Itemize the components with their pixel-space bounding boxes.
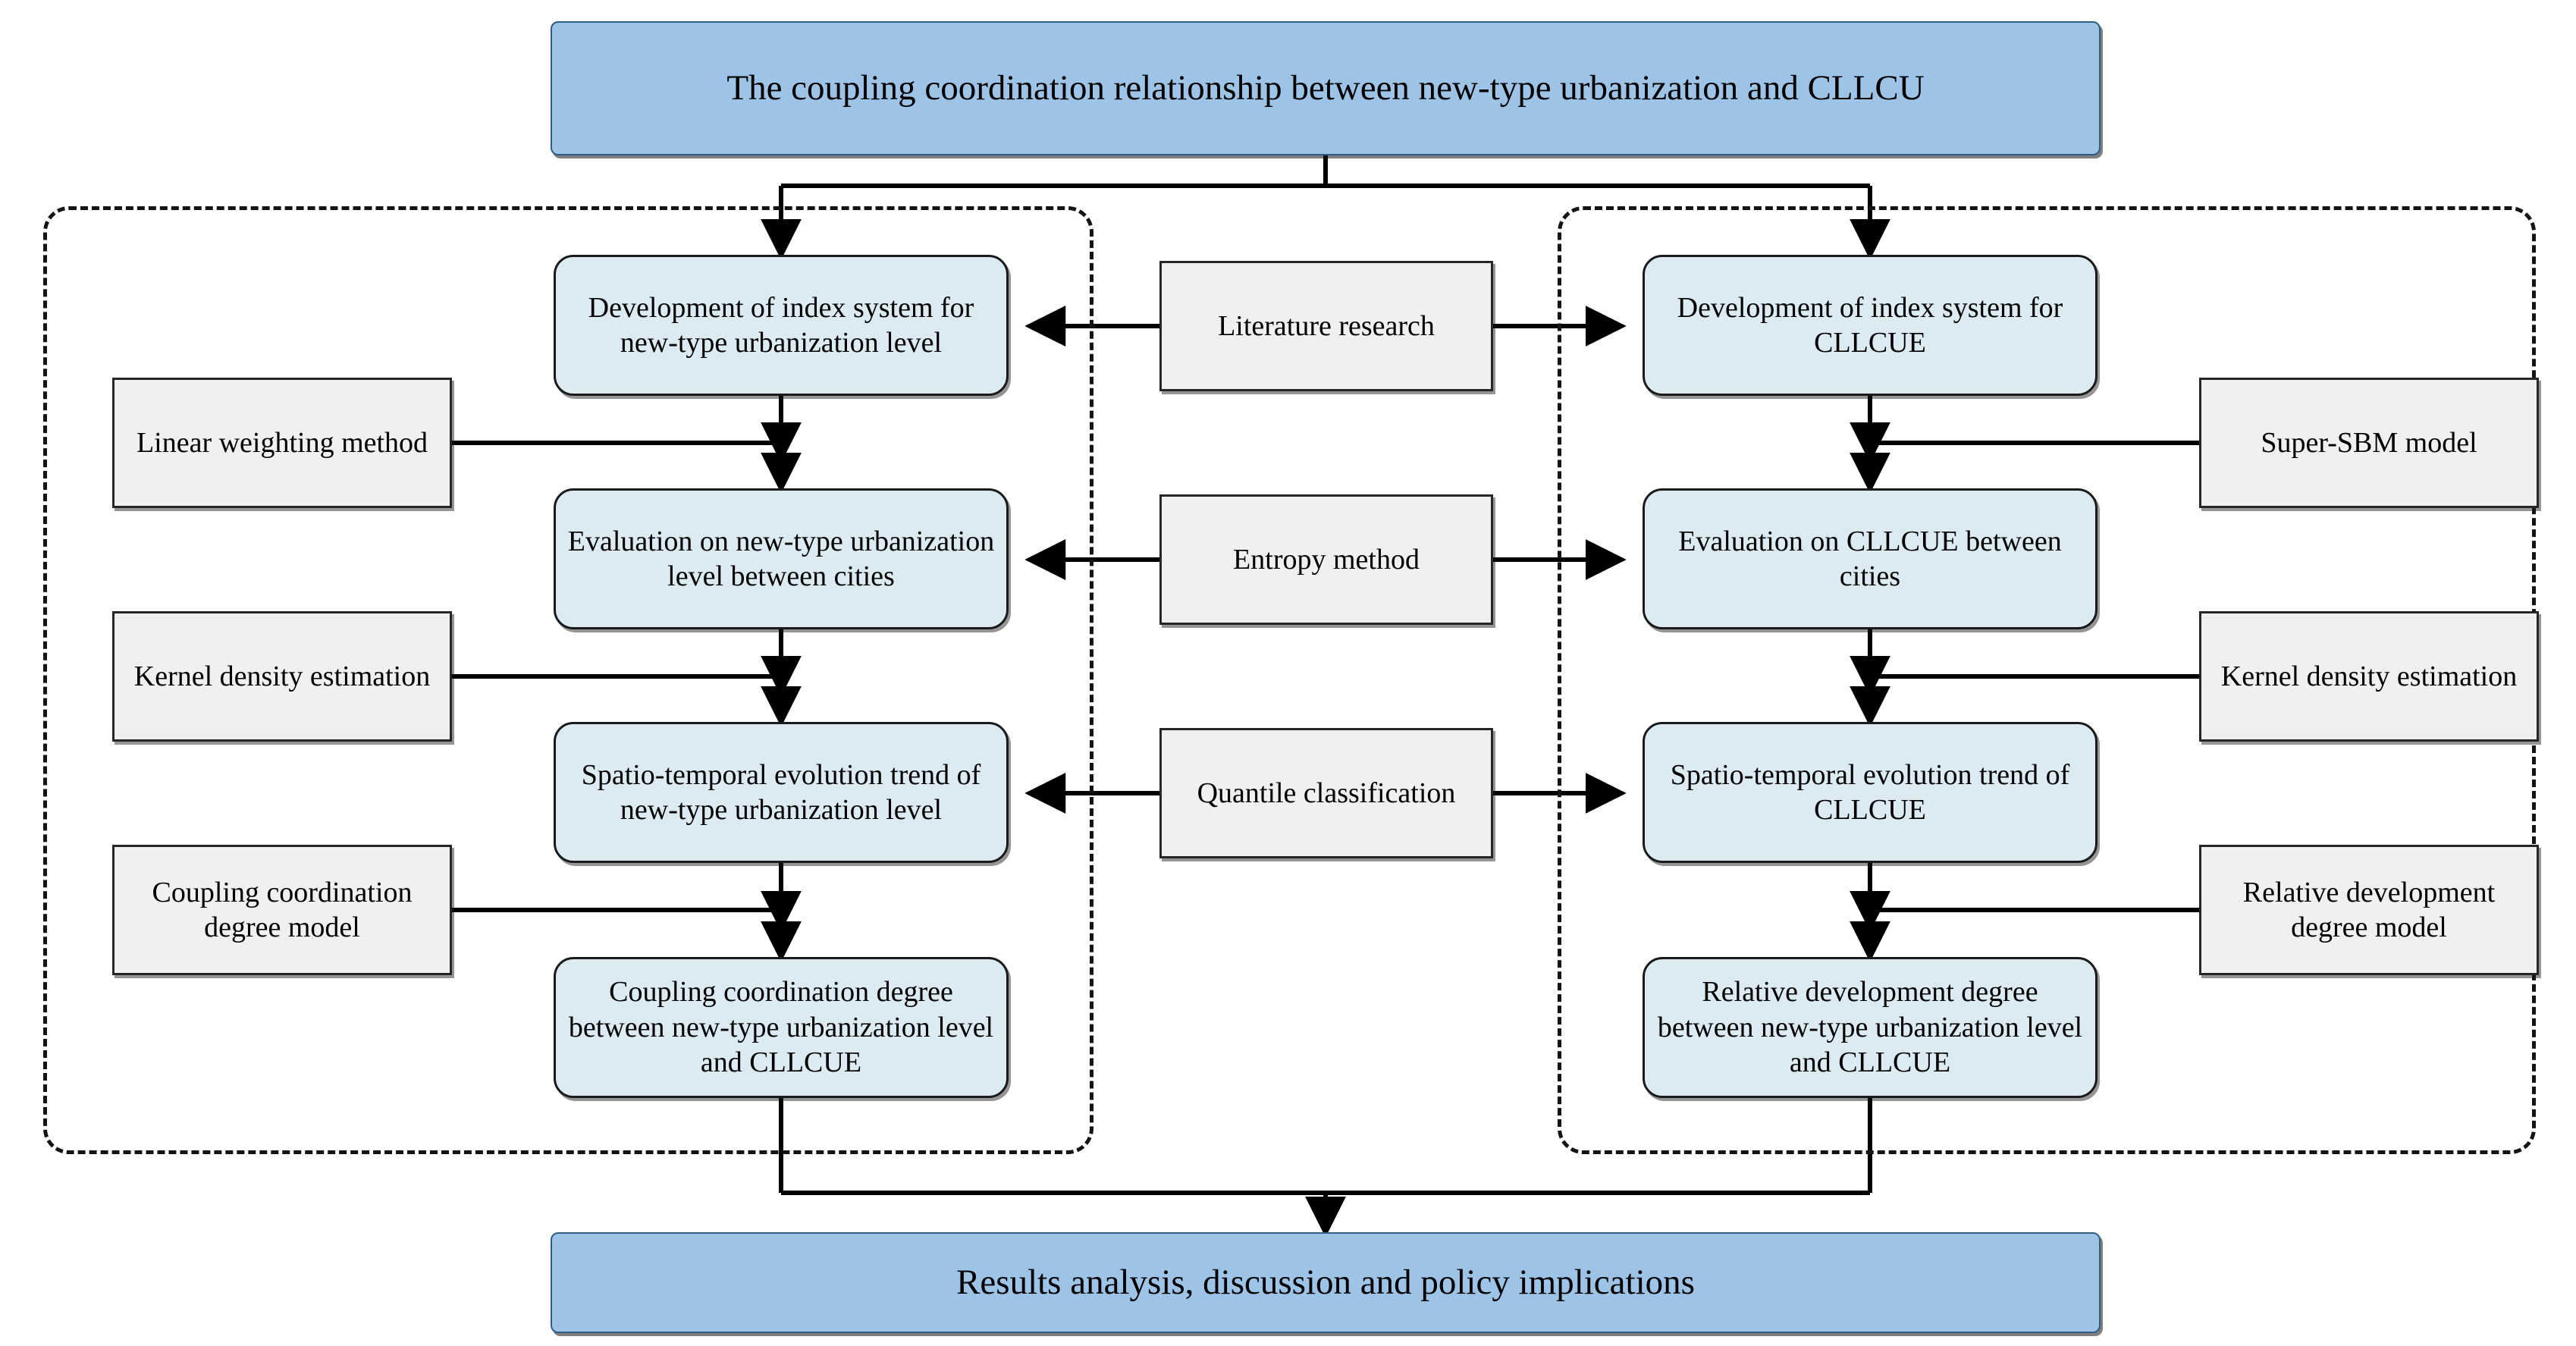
footer-banner: Results analysis, discussion and policy …: [551, 1232, 2101, 1333]
right-method-relative-degree-model[interactable]: Relative development degree model: [2199, 845, 2539, 975]
center-method-quantile-classification[interactable]: Quantile classification: [1159, 728, 1493, 858]
wire-linear-weighting: [452, 422, 802, 463]
left-process-4-coupling-degree[interactable]: Coupling coordination degree between new…: [554, 957, 1009, 1098]
wire-kernel-right: [1850, 655, 2199, 697]
wire-relative-model: [1850, 890, 2199, 932]
wire-super-sbm: [1850, 422, 2199, 463]
left-process-2-evaluation[interactable]: Evaluation on new-type urbanization leve…: [554, 488, 1009, 629]
right-method-kernel-density[interactable]: Kernel density estimation: [2199, 611, 2539, 742]
title-banner: The coupling coordination relationship b…: [551, 21, 2101, 155]
right-process-4-relative-degree[interactable]: Relative development degree between new-…: [1643, 957, 2098, 1098]
right-process-2-evaluation[interactable]: Evaluation on CLLCUE between cities: [1643, 488, 2098, 629]
wire-kernel-left: [452, 655, 802, 697]
right-method-super-sbm[interactable]: Super-SBM model: [2199, 378, 2539, 508]
center-method-entropy[interactable]: Entropy method: [1159, 494, 1493, 625]
right-process-1-index-system[interactable]: Development of index system for CLLCUE: [1643, 255, 2098, 396]
left-method-kernel-density[interactable]: Kernel density estimation: [112, 611, 452, 742]
left-process-1-index-system[interactable]: Development of index system for new-type…: [554, 255, 1009, 396]
center-method-literature-research[interactable]: Literature research: [1159, 261, 1493, 391]
left-method-linear-weighting[interactable]: Linear weighting method: [112, 378, 452, 508]
left-process-3-spatio-temporal[interactable]: Spatio-temporal evolution trend of new-t…: [554, 722, 1009, 863]
wire-coupling-model: [452, 890, 802, 932]
left-method-coupling-degree-model[interactable]: Coupling coordination degree model: [112, 845, 452, 975]
right-process-3-spatio-temporal[interactable]: Spatio-temporal evolution trend of CLLCU…: [1643, 722, 2098, 863]
